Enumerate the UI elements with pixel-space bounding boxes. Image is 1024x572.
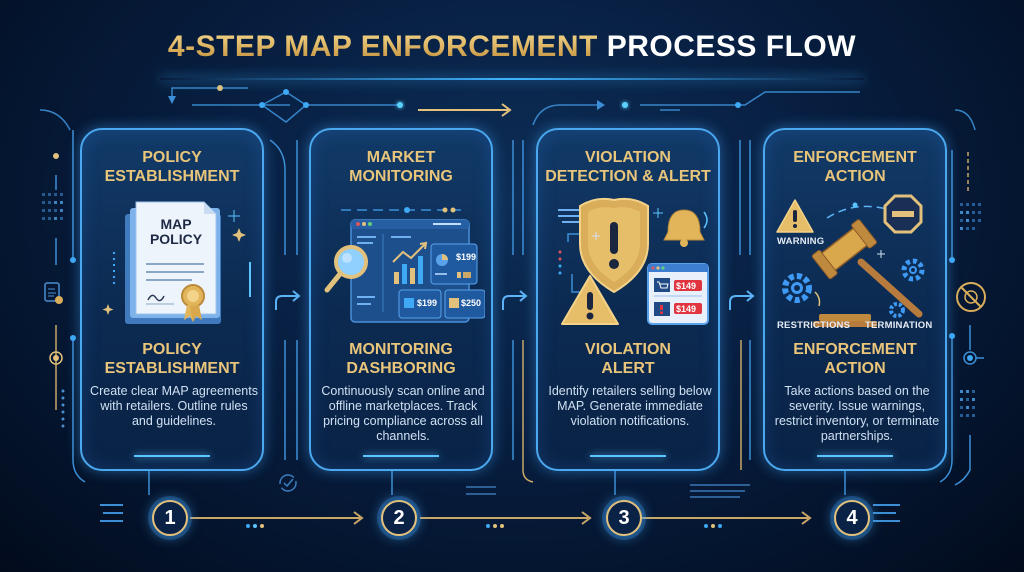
price-tag: $149 — [676, 281, 697, 291]
card-description: Continuously scan online and offline mar… — [321, 384, 485, 443]
card-glow-bar — [590, 455, 666, 457]
card-heading: MARKET MONITORING — [349, 149, 453, 185]
policy-document-icon: MAP POLICY — [92, 192, 256, 332]
price-tag: $250 — [461, 298, 482, 308]
card-subheading: ENFORCEMENT ACTION — [793, 341, 917, 377]
step-card-policy: POLICY ESTABLISHMENT MAP POLICY — [80, 128, 264, 471]
restrictions-label: RESTRICTIONS — [777, 320, 851, 331]
card-subheading: POLICY ESTABLISHMENT — [104, 341, 240, 377]
step-card-enforcement: ENFORCEMENT ACTION WARN — [763, 128, 947, 471]
card-subheading: MONITORING DASHBORING — [346, 341, 456, 377]
step-card-violation: VIOLATION DETECTION & ALERT — [536, 128, 720, 471]
step-number-4: 4 — [834, 500, 870, 536]
title-white-part: PROCESS FLOW — [606, 30, 857, 63]
card-description: Create clear MAP agreements with retaile… — [90, 384, 258, 428]
card-glow-bar — [363, 455, 439, 457]
no-bug-icon — [954, 280, 988, 314]
price-tag: $199 — [417, 298, 438, 308]
card-heading: VIOLATION DETECTION & ALERT — [545, 149, 711, 185]
step-number-1: 1 — [152, 500, 188, 536]
shield-alert-icon: $149 $149 — [548, 192, 712, 332]
card-glow-bar — [817, 455, 893, 457]
termination-label: TERMINATION — [865, 320, 933, 331]
price-tag: $199 — [456, 252, 477, 262]
doc-title: MAP POLICY — [149, 216, 203, 247]
card-glow-bar — [134, 455, 210, 457]
step-card-monitoring: MARKET MONITORING — [309, 128, 493, 471]
card-heading: ENFORCEMENT ACTION — [793, 149, 917, 185]
dashboard-magnifier-icon: $199 $199 $250 — [321, 192, 486, 332]
gavel-icon: WARNING — [775, 192, 939, 332]
price-tag: $149 — [676, 304, 697, 314]
warning-label: WARNING — [777, 236, 825, 247]
title-gold-part: 4-STEP MAP ENFORCEMENT — [167, 30, 598, 63]
card-heading: POLICY ESTABLISHMENT — [104, 149, 240, 185]
card-description: Identify retailers selling below MAP. Ge… — [548, 384, 712, 428]
card-description: Take actions based on the severity. Issu… — [774, 384, 940, 443]
document-seal-icon — [44, 282, 64, 306]
step-number-3: 3 — [606, 500, 642, 536]
step-number-2: 2 — [381, 500, 417, 536]
title-glow-divider — [160, 78, 864, 80]
page-title: 4-STEP MAP ENFORCEMENT PROCESS FLOW — [0, 30, 1024, 64]
card-subheading: VIOLATION ALERT — [585, 341, 671, 377]
